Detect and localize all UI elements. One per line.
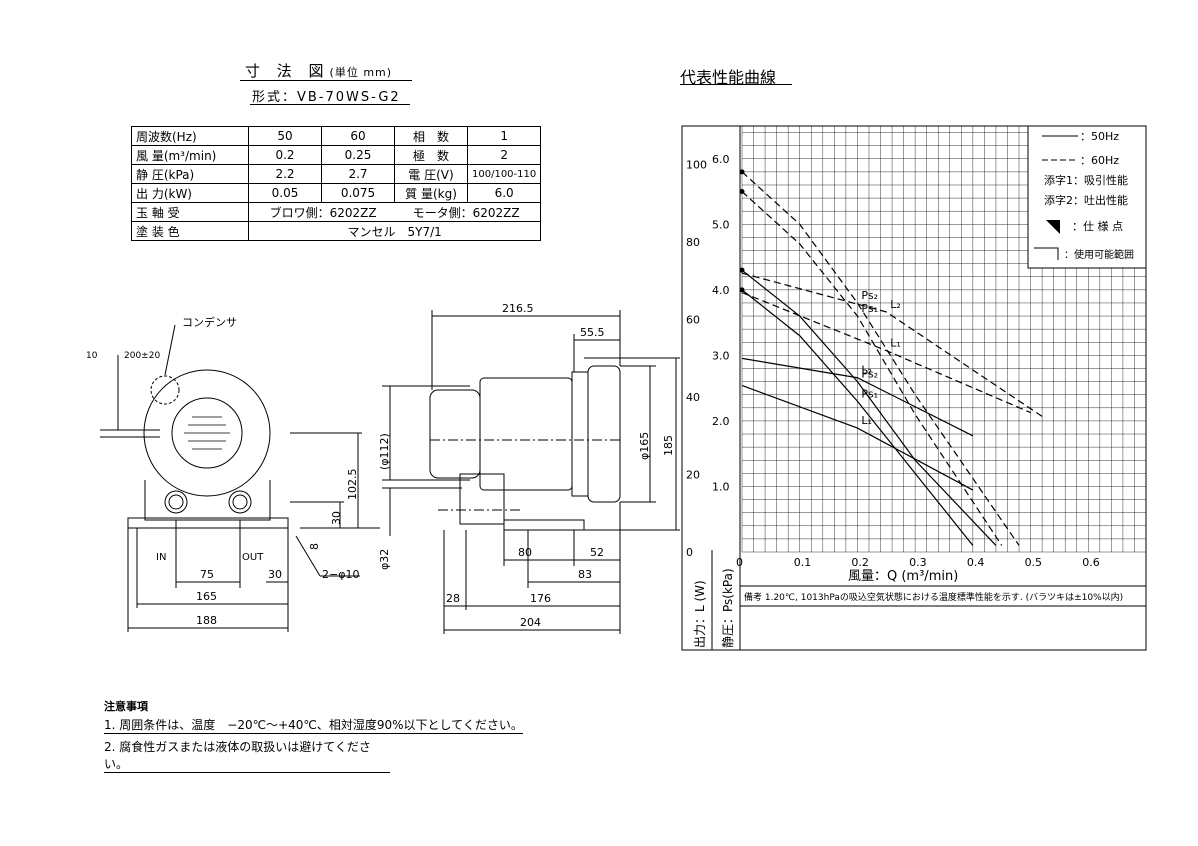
dim-holes: 2−φ10 — [322, 568, 359, 581]
dim-112: (φ112) — [378, 433, 391, 470]
dim-8: 8 — [308, 543, 321, 550]
series-line — [741, 171, 1020, 546]
data-point — [739, 267, 745, 273]
blower-casing — [143, 369, 271, 497]
y-tick-label: 6.0 — [712, 153, 730, 166]
dim-176: 176 — [530, 592, 551, 605]
spec-point-icon — [1046, 220, 1060, 234]
dim-30b: 30 — [330, 511, 343, 525]
y2-tick-label: 100 — [686, 159, 707, 172]
series-line — [741, 357, 974, 437]
series-line — [741, 269, 997, 546]
x-tick-label: 0.4 — [967, 556, 985, 569]
data-point — [739, 189, 745, 195]
note-item: 1. 周囲条件は、温度 −20℃〜+40℃、相対湿度90%以下としてください。 — [104, 718, 523, 734]
dim-102: 102.5 — [346, 469, 359, 501]
label-condenser: コンデンサ — [182, 315, 237, 329]
series-label: L₁ — [861, 414, 872, 427]
x-tick-label: 0.6 — [1082, 556, 1100, 569]
dim-80: 80 — [518, 546, 532, 559]
series-line — [741, 272, 1043, 417]
y2-tick-label: 40 — [686, 391, 700, 404]
dim-216: 216.5 — [502, 302, 534, 315]
dim-83: 83 — [578, 568, 592, 581]
dim-188: 188 — [196, 614, 217, 627]
dimension-unit: (単位 mm) — [329, 66, 393, 79]
label-lead-length: 200±20 — [124, 351, 160, 361]
dimension-title: 寸 法 図(単位 mm) — [245, 62, 393, 80]
y2-tick-label: 60 — [686, 314, 700, 327]
legend-usable-range: ：使用可能範囲 — [1064, 248, 1134, 261]
spec-table: 周波数(Hz) 50 60 相 数 1 風 量(m³/min) 0.2 0.25… — [131, 126, 542, 241]
x-tick-label: 0.2 — [851, 556, 869, 569]
x-axis-label: 風量：Q (m³/min) — [848, 569, 958, 584]
notes: 注意事項 1. 周囲条件は、温度 −20℃〜+40℃、相対湿度90%以下としてく… — [104, 698, 523, 773]
label-in: IN — [156, 552, 166, 563]
note-item: 2. 腐食性ガスまたは液体の取扱いは避けてください。 — [104, 738, 390, 773]
chart-frame — [681, 125, 1147, 651]
y-tick-label: 2.0 — [712, 415, 730, 428]
dim-30: 30 — [268, 568, 282, 581]
dim-55: 55.5 — [580, 326, 605, 339]
legend-suffix1: 添字1：吸引性能 — [1044, 173, 1128, 187]
y-axis-label-l: 出力：L (W) — [693, 580, 707, 648]
model-underline — [250, 104, 410, 105]
series-line — [741, 191, 1003, 546]
chart-title-underline — [680, 84, 792, 85]
y2-tick-label: 20 — [686, 469, 700, 482]
dim-phi165: φ165 — [638, 432, 651, 460]
x-tick-label: 0.5 — [1025, 556, 1043, 569]
blower-side — [587, 365, 621, 503]
y2-tick-label: 80 — [686, 236, 700, 249]
legend-50hz: ：50Hz — [1080, 130, 1119, 143]
data-point — [739, 169, 745, 175]
x-tick-label: 0 — [736, 556, 743, 569]
series-line — [741, 291, 1031, 414]
dim-75: 75 — [200, 568, 214, 581]
chart-note: 備考 1.20℃, 1013hPaの吸込空気状態における温度標準性能を示す. (… — [744, 591, 1123, 603]
label-lead: 10 — [86, 351, 98, 361]
series-label: L₁ — [890, 337, 901, 350]
y2-tick-label: 0 — [686, 546, 693, 559]
dim-phi32: φ32 — [378, 549, 391, 570]
series-label: Ps₂ — [861, 368, 878, 381]
dimension-drawing: コンデンサ 10 200±20 IN OUT 75 30 165 188 2−φ… — [86, 302, 680, 634]
data-point — [739, 287, 745, 293]
title-underline — [240, 80, 412, 81]
x-tick-label: 0.1 — [794, 556, 812, 569]
series-label: Ps₂ — [861, 289, 878, 302]
dim-204: 204 — [520, 616, 541, 629]
y-tick-label: 1.0 — [712, 480, 730, 493]
y-tick-label: 3.0 — [712, 349, 730, 362]
usable-range-icon — [1034, 247, 1059, 260]
y-tick-label: 5.0 — [712, 218, 730, 231]
legend-60hz: ：60Hz — [1080, 154, 1119, 167]
series-line — [741, 289, 974, 546]
dim-185: 185 — [662, 435, 675, 456]
y-axis-label-ps: 静圧：Ps(kPa) — [721, 568, 735, 648]
series-label: L₂ — [890, 298, 901, 311]
legend-box — [1027, 125, 1147, 269]
dim-52: 52 — [590, 546, 604, 559]
legend-suffix2: 添字2：吐出性能 — [1044, 193, 1128, 207]
legend-spec-point: ：仕 様 点 — [1072, 219, 1123, 233]
y-tick-label: 4.0 — [712, 284, 730, 297]
dim-165: 165 — [196, 590, 217, 603]
label-out: OUT — [242, 552, 264, 563]
table-row: 出 力(kW) 0.05 0.075 質 量(kg) 6.0 — [131, 183, 542, 203]
notes-heading: 注意事項 — [104, 700, 148, 713]
table-row: 塗 装 色 マンセル 5Y7/1 — [131, 221, 542, 241]
chart-title: 代表性能曲線 — [680, 68, 777, 87]
series-label: Ps₁ — [861, 387, 878, 400]
model-name: 形式：VB-70WS-G2 — [252, 90, 401, 105]
series-label: Ps₁ — [861, 302, 878, 315]
dim-28: 28 — [446, 592, 460, 605]
series-label: L₂ — [861, 364, 872, 377]
series-line — [741, 384, 974, 491]
x-tick-label: 0.3 — [909, 556, 927, 569]
